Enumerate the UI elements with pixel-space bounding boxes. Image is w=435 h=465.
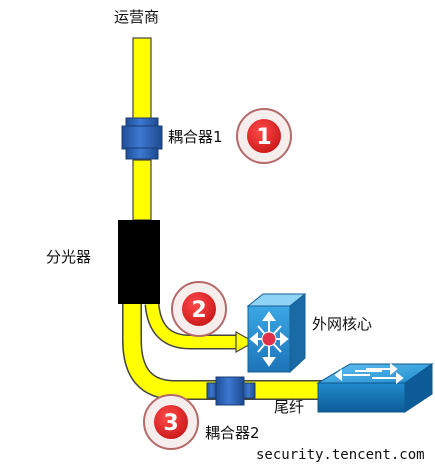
core-center-dot	[261, 331, 277, 347]
label-carrier: 运营商	[114, 8, 159, 26]
watermark: security.tencent.com	[256, 447, 425, 463]
coupler-2[interactable]	[206, 376, 256, 406]
fiber-coupler-icon	[215, 376, 245, 406]
fiber-mid	[132, 159, 152, 221]
badge-2-number: 2	[191, 298, 206, 323]
badge-2: 2	[171, 281, 227, 337]
badge-3-number: 3	[163, 411, 178, 436]
badge-1-number: 1	[256, 125, 271, 150]
label-coupler-1: 耦合器1	[168, 128, 223, 146]
fiber-top	[132, 37, 152, 123]
label-tail-fiber: 尾纤	[274, 398, 304, 416]
label-coupler-2: 耦合器2	[205, 424, 260, 442]
coupler-1[interactable]	[121, 117, 163, 160]
access-switch-icon[interactable]	[316, 362, 434, 413]
core-switch-icon[interactable]	[246, 292, 307, 374]
label-outer-core: 外网核心	[312, 315, 372, 333]
optical-splitter-icon[interactable]	[118, 220, 160, 304]
badge-1: 1	[236, 108, 292, 164]
badge-3: 3	[143, 394, 199, 450]
label-splitter: 分光器	[46, 248, 91, 266]
arrow-head	[235, 330, 256, 354]
